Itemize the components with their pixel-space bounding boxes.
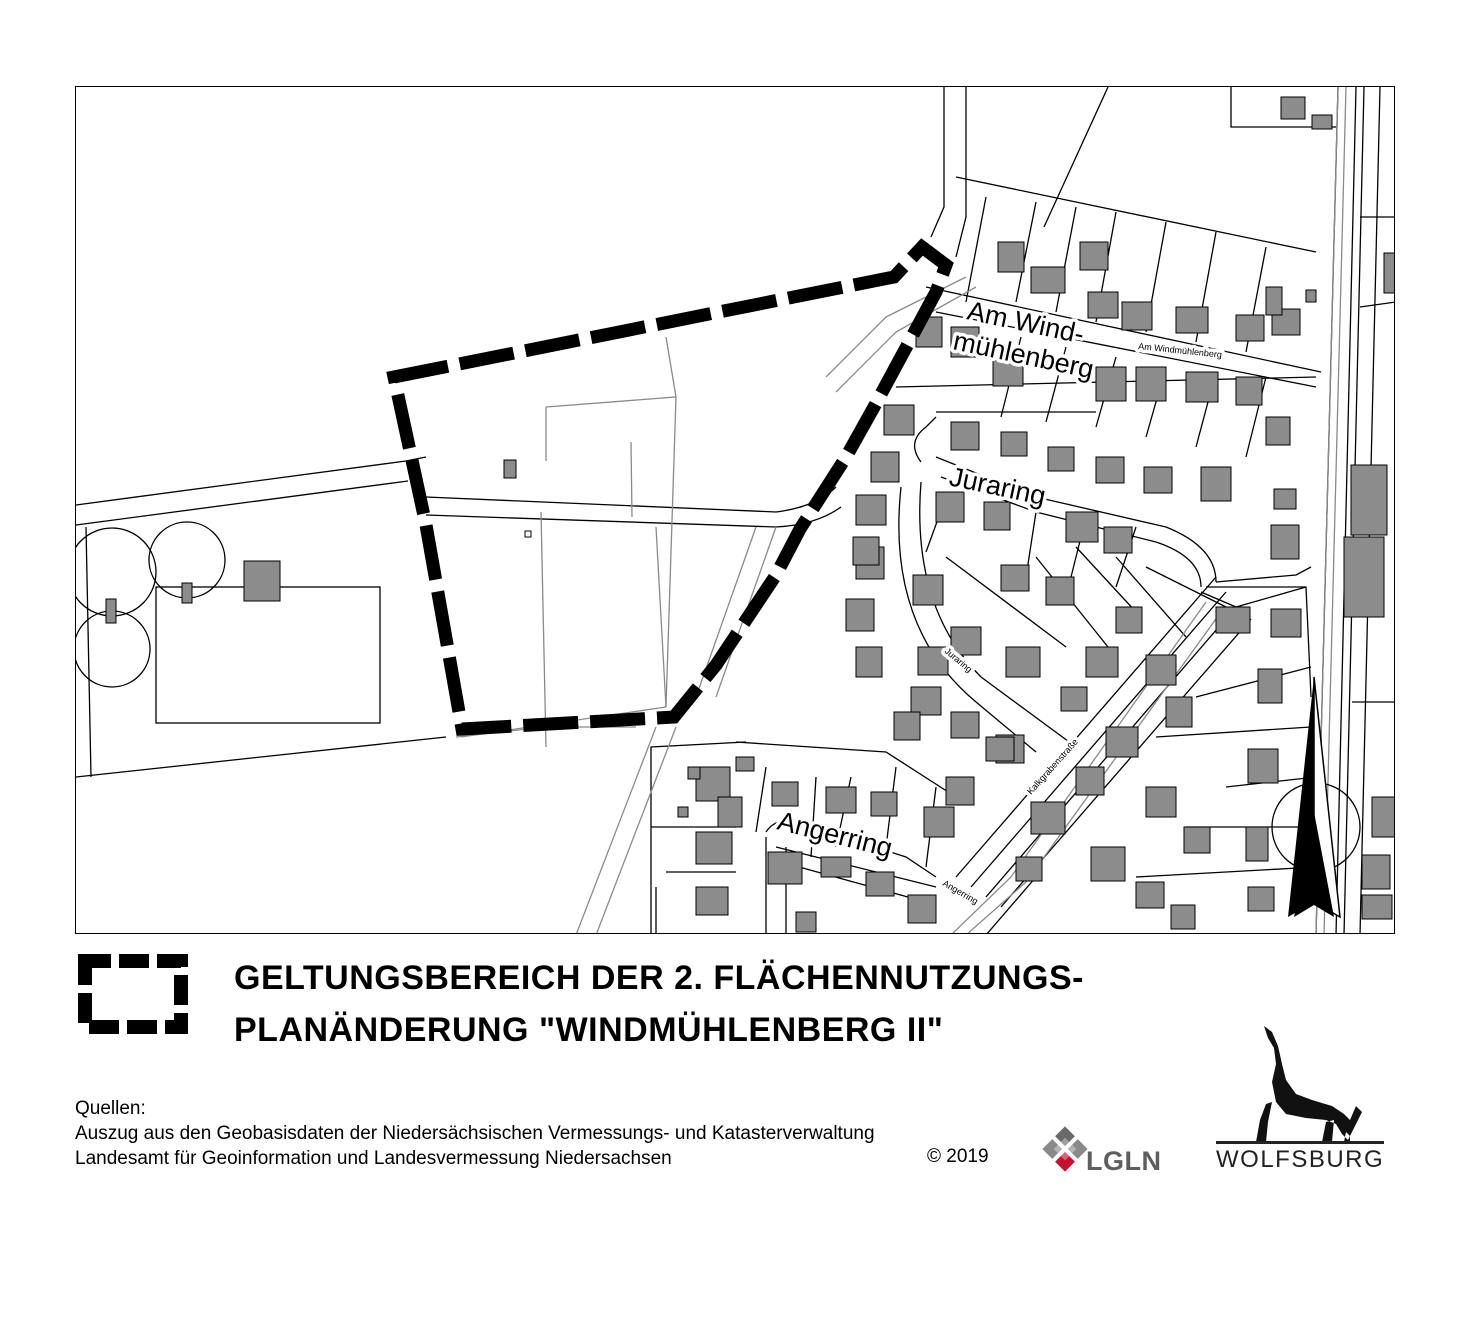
- lgln-mark-icon: [1042, 1126, 1088, 1172]
- label-angerring-small: Angerring: [941, 878, 980, 906]
- map-frame: Am Wind- mühlenberg Am Windmühlenberg Ju…: [75, 86, 1395, 934]
- legend-line-2: PLANÄNDERUNG "WINDMÜHLENBERG II": [234, 1011, 944, 1049]
- wolfsburg-wolf-icon: [1216, 1024, 1384, 1146]
- tanks: [76, 521, 381, 724]
- sources-block: Quellen: Auszug aus den Geobasisdaten de…: [75, 1096, 1015, 1171]
- legend-title: GELTUNGSBEREICH DER 2. FLÄCHENNUTZUNGS- …: [234, 952, 1234, 1056]
- sources-line-2: Landesamt für Geoinformation und Landesv…: [75, 1148, 672, 1169]
- cadastral-map: Am Wind- mühlenberg Am Windmühlenberg Ju…: [76, 87, 1394, 933]
- copyright: © 2019: [927, 1146, 989, 1167]
- sources-line-1: Auszug aus den Geobasisdaten der Nieders…: [75, 1123, 875, 1144]
- sources-heading: Quellen:: [75, 1098, 146, 1119]
- label-am-windmuehlenberg-small: Am Windmühlenberg: [1138, 341, 1223, 360]
- boundary-symbol-icon: [78, 954, 188, 1034]
- north-arrow: [1271, 676, 1361, 919]
- lgln-logo: [1042, 1124, 1187, 1174]
- tank-pumps: [105, 459, 532, 624]
- lgln-wordmark: LGLN: [1086, 1146, 1162, 1176]
- grey-path-lines: [455, 87, 1347, 933]
- legend-line-1: GELTUNGSBEREICH DER 2. FLÄCHENNUTZUNGS-: [234, 959, 1084, 997]
- boundary: [386, 238, 954, 736]
- boundary-symbol: [78, 954, 188, 1034]
- label-kalkgraben-small: Kalkgrabenstraße: [1025, 737, 1080, 796]
- wolfsburg-rule: [1216, 1141, 1384, 1144]
- wolfsburg-wordmark: WOLFSBURG: [1216, 1146, 1385, 1173]
- buildings: [677, 96, 1394, 933]
